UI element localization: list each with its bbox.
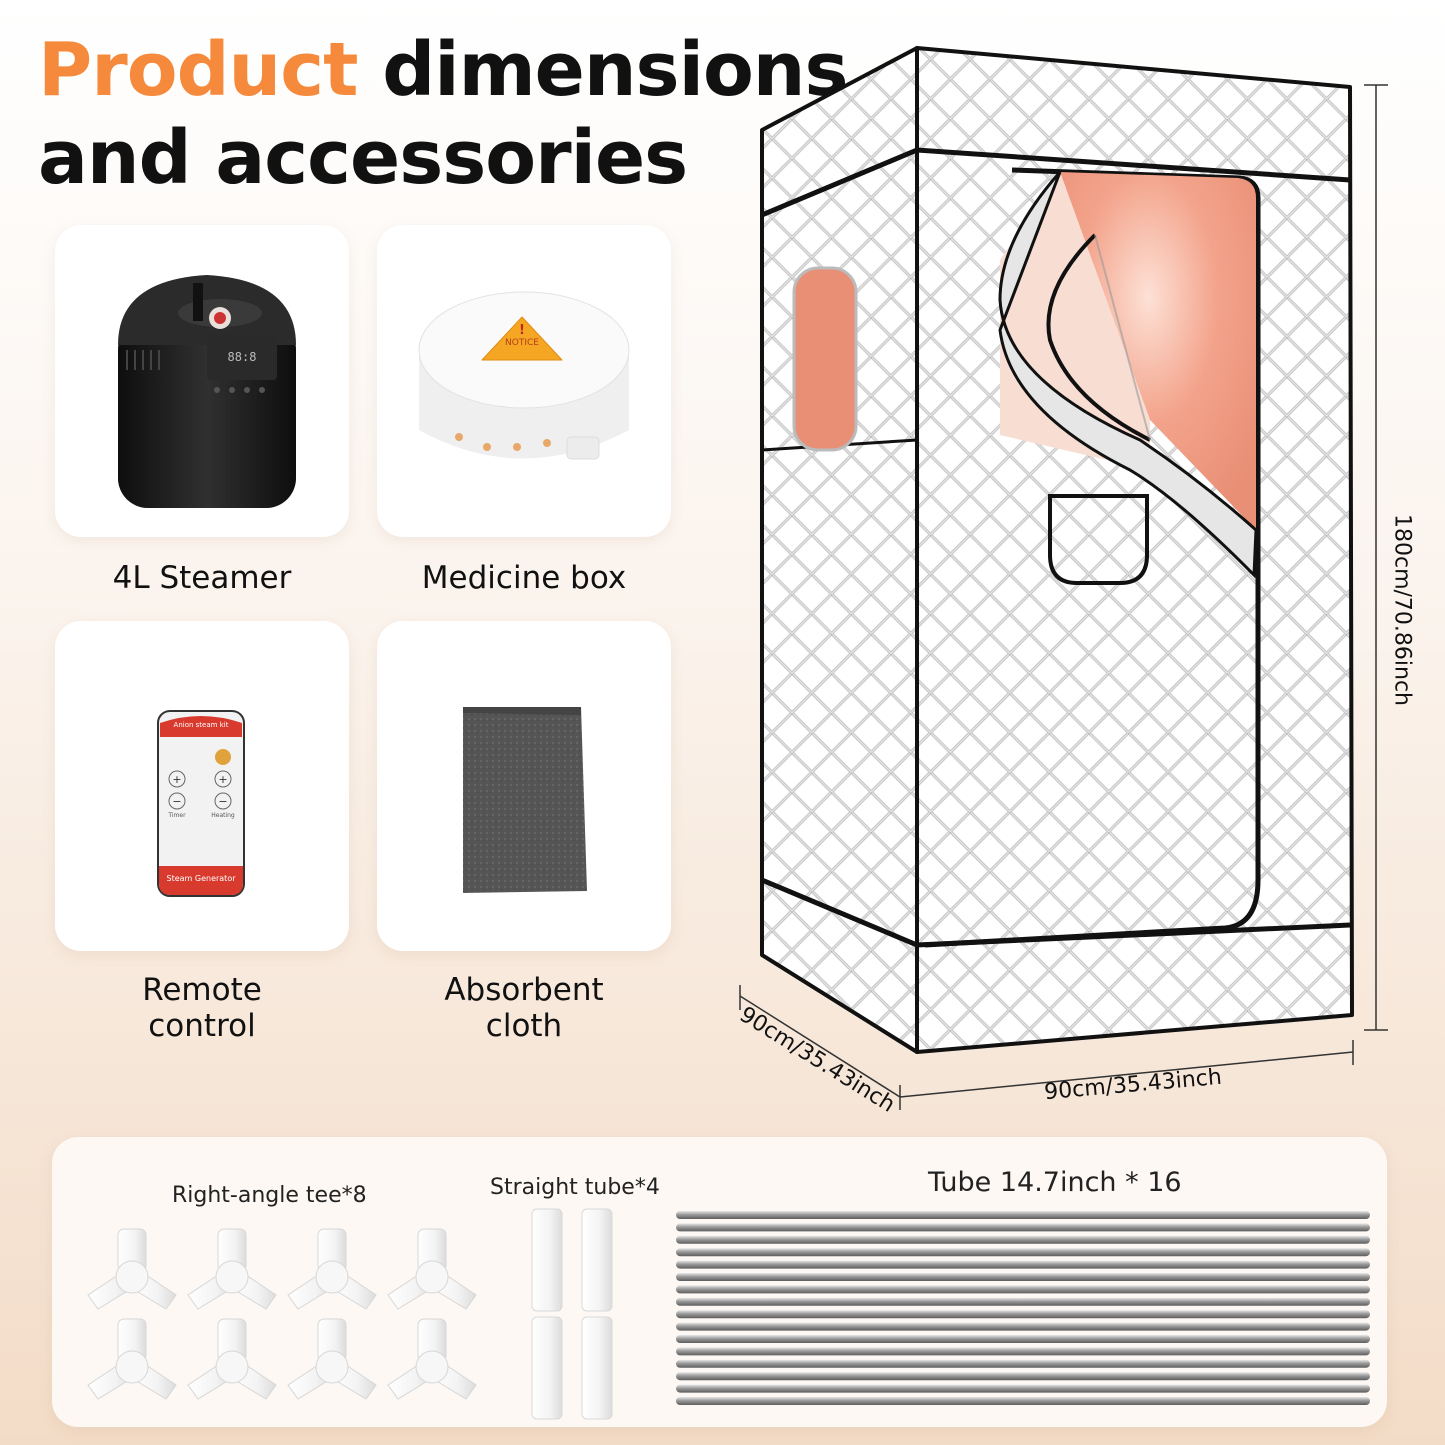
long-tube (676, 1248, 1370, 1257)
card-absorbent-cloth (377, 621, 671, 951)
remote-timer-label: Timer (167, 812, 186, 819)
svg-text:−: − (218, 795, 227, 808)
tee-fitting (287, 1228, 377, 1310)
svg-text:!: ! (519, 323, 525, 338)
long-tube (676, 1347, 1370, 1356)
long-tube (676, 1359, 1370, 1368)
steamer-image: 88:8 (118, 275, 296, 508)
notice-label: NOTICE (505, 338, 539, 348)
tee-fitting (87, 1318, 177, 1400)
long-tube (676, 1372, 1370, 1381)
long-tube (676, 1273, 1370, 1281)
long-tube (676, 1297, 1370, 1306)
tee-fitting (387, 1228, 477, 1310)
long-tube (676, 1384, 1370, 1393)
long-tube (676, 1223, 1370, 1232)
tee-fitting (187, 1318, 277, 1400)
long-tube (676, 1285, 1370, 1294)
remote-footer: Steam Generator (167, 874, 237, 883)
long-tube (676, 1335, 1370, 1343)
svg-text:+: + (218, 773, 227, 786)
straight-tube (581, 1316, 613, 1420)
page-title: Product dimensions and accessories (38, 26, 849, 202)
long-tube (676, 1322, 1370, 1331)
tee-fitting (87, 1228, 177, 1310)
straight-tube (581, 1208, 613, 1312)
caption-steamer: 4L Steamer (112, 560, 292, 596)
straight-tube-label: Straight tube*4 (490, 1175, 660, 1200)
remote-header: Anion steam kit (174, 721, 229, 729)
long-tube (676, 1211, 1370, 1219)
card-medicine-box: NOTICE ! (377, 225, 671, 537)
straight-tube (531, 1208, 563, 1312)
sauna-tent-image (739, 46, 1388, 1110)
parts-illustration (87, 1208, 1370, 1420)
cloth-image (463, 707, 587, 893)
long-tube (676, 1397, 1370, 1405)
svg-text:−: − (172, 795, 181, 808)
caption-medicine-box: Medicine box (421, 560, 627, 596)
height-dimension: 180cm/70.86inch (1389, 513, 1415, 707)
tee-fitting (387, 1318, 477, 1400)
svg-text:+: + (172, 773, 181, 786)
parts-panel: Right-angle tee*8 Straight tube*4 Tube 1… (52, 1137, 1387, 1427)
straight-tube (531, 1316, 563, 1420)
title-line1: dimensions (357, 27, 848, 113)
remote-heating-label: Heating (211, 812, 235, 819)
tee-fitting (187, 1228, 277, 1310)
long-tube (676, 1310, 1370, 1319)
svg-text:88:8: 88:8 (228, 350, 257, 364)
tee-label: Right-angle tee*8 (172, 1183, 367, 1208)
tee-fitting (287, 1318, 377, 1400)
remote-image: Anion steam kit + + − − Timer Heating St… (157, 710, 245, 897)
title-line2: and accessories (38, 115, 688, 201)
tube-label: Tube 14.7inch * 16 (928, 1167, 1182, 1198)
caption-absorbent-cloth: Absorbent cloth (444, 972, 604, 1044)
card-steamer: 88:8 (55, 225, 349, 537)
medicine-box-image: NOTICE ! (418, 291, 630, 460)
caption-remote: Remote control (142, 972, 262, 1044)
long-tube (676, 1235, 1370, 1244)
card-remote: Anion steam kit + + − − Timer Heating St… (55, 621, 349, 951)
title-highlight: Product (38, 27, 358, 113)
long-tube (676, 1260, 1370, 1269)
